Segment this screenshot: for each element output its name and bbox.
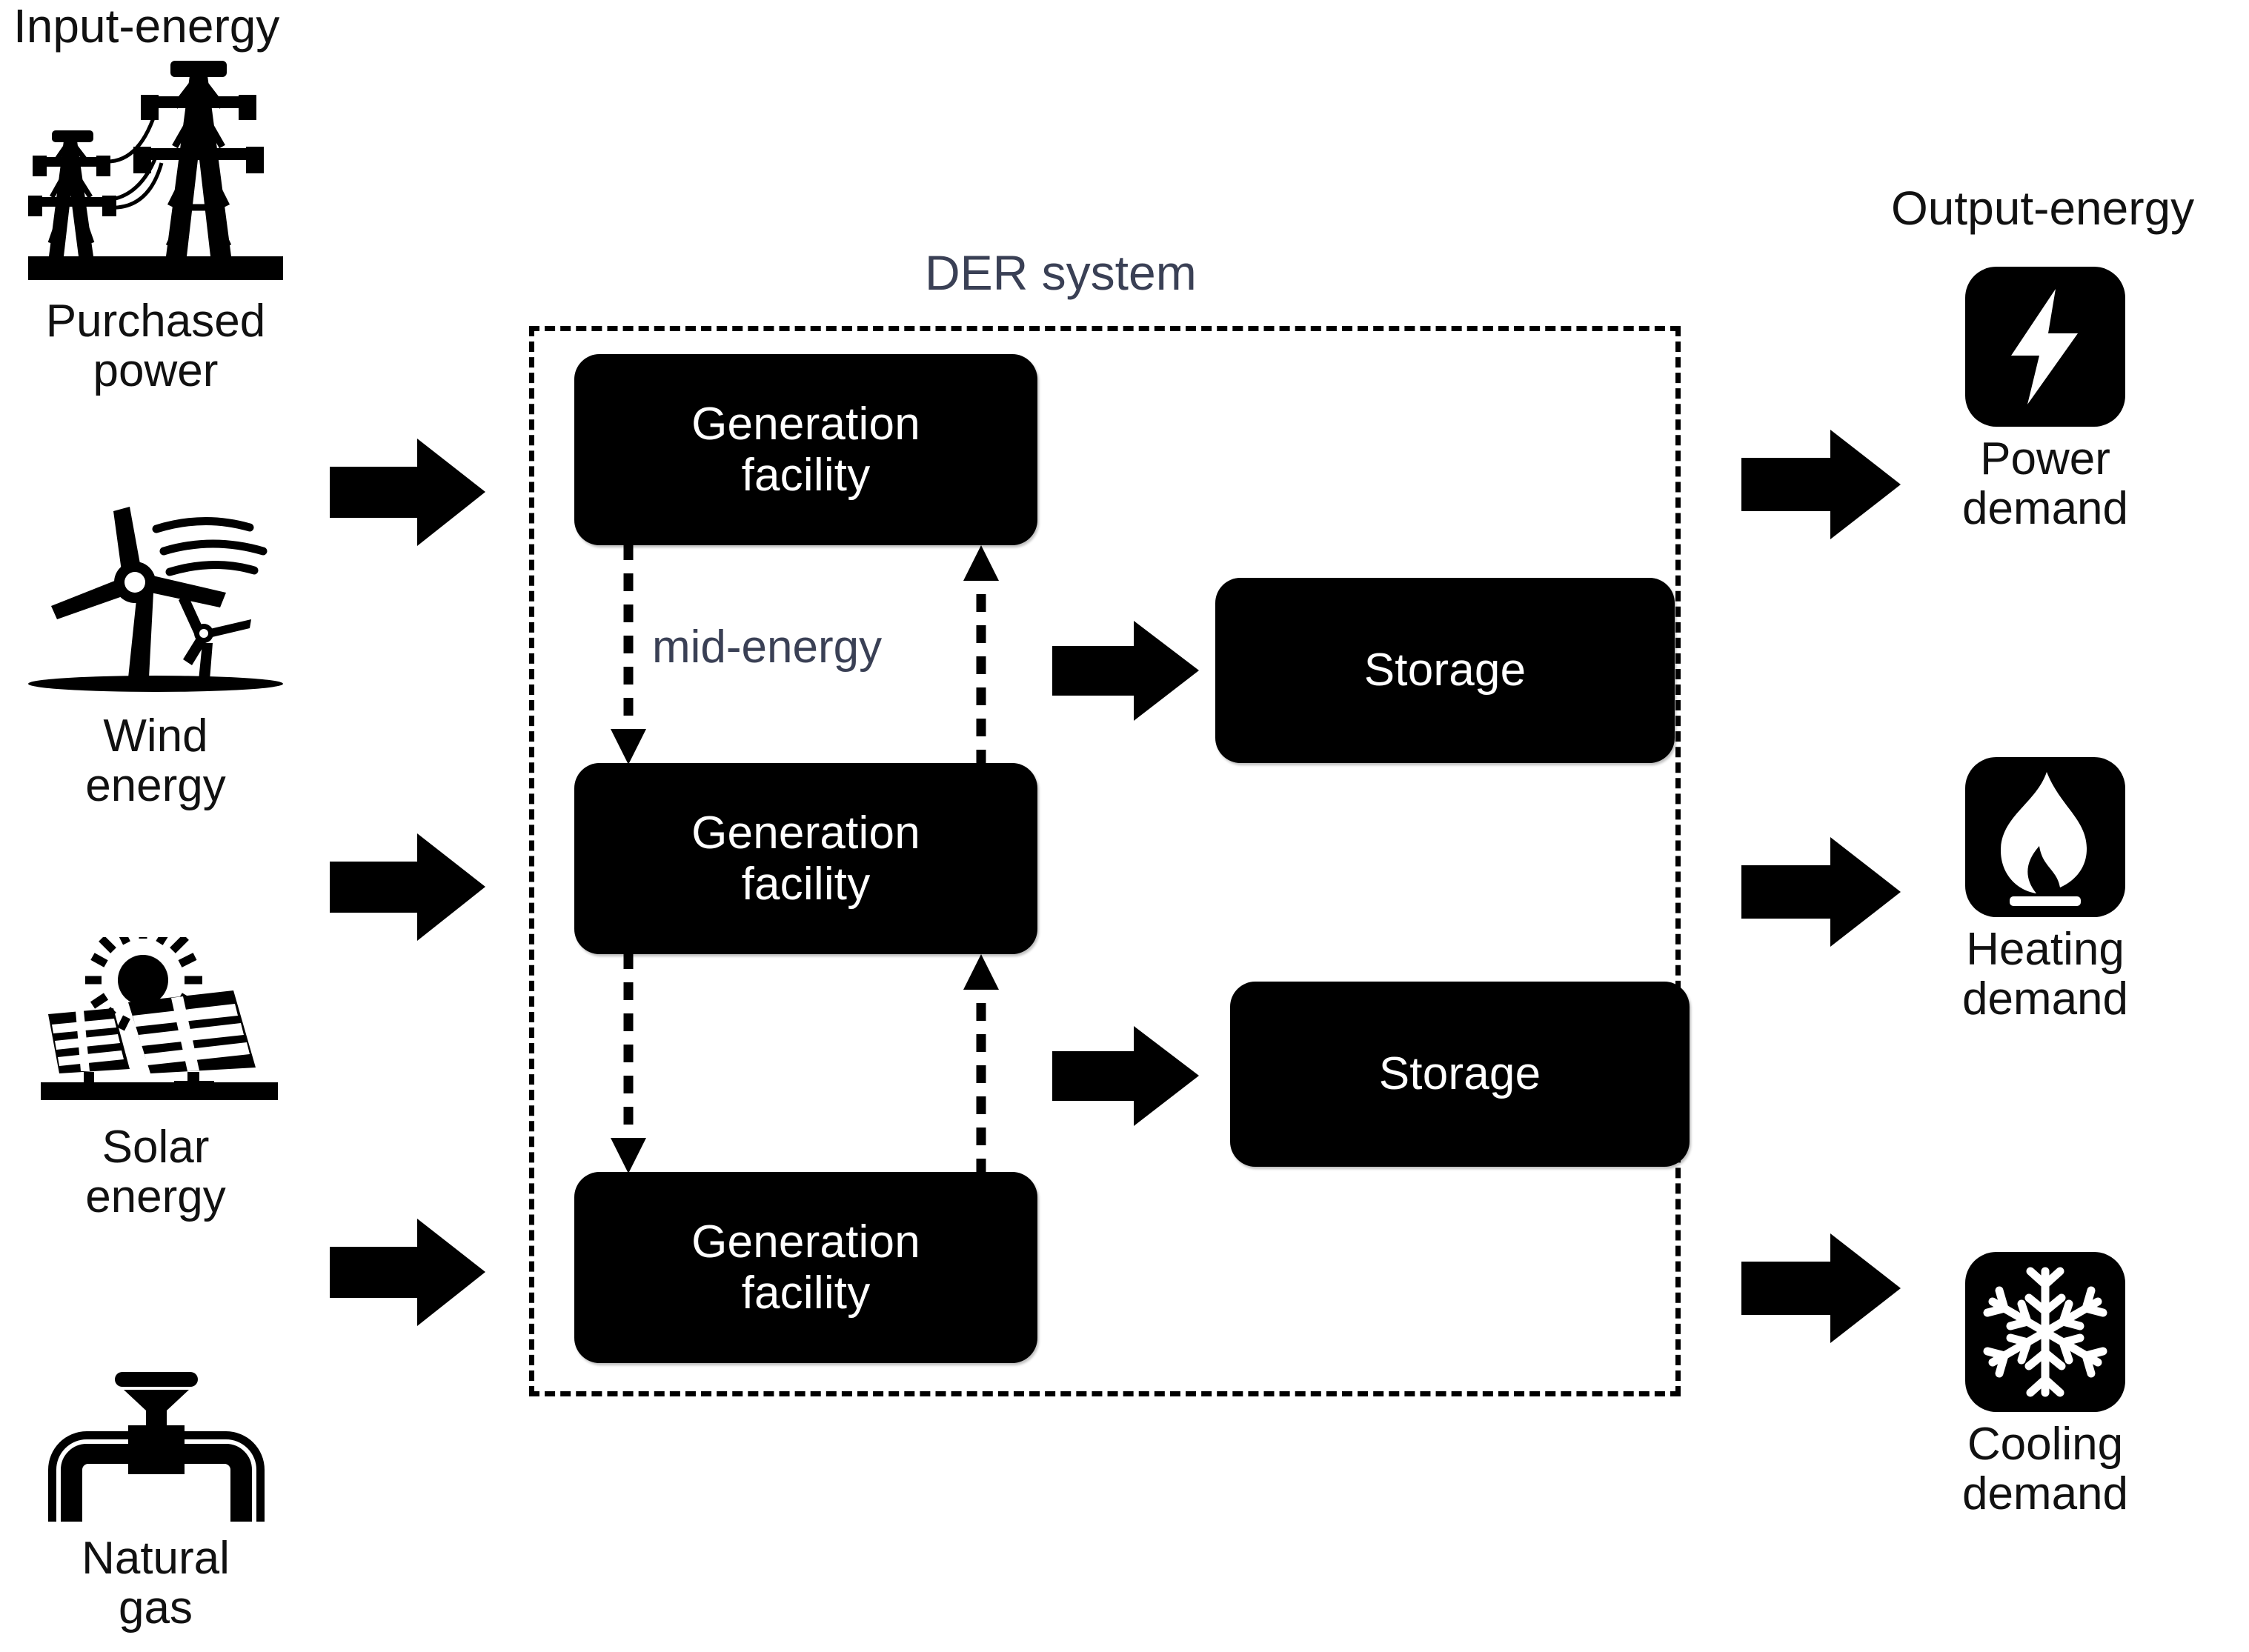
- der-system-title: DER system: [925, 245, 1197, 300]
- gen-line2: facility: [741, 450, 871, 501]
- input-item-wind-energy: Wind energy: [7, 482, 304, 811]
- gen-line2: facility: [741, 1268, 871, 1319]
- output-label-line1: Power: [1980, 433, 2110, 484]
- dashed-arrow-down-2: [611, 951, 646, 1173]
- input-label-line2: gas: [119, 1582, 193, 1633]
- generation-facility-box-1[interactable]: Generation facility: [574, 354, 1037, 545]
- snowflake-icon: [1965, 1252, 2125, 1416]
- der-system-boundary: [529, 326, 1681, 1396]
- storage-label: Storage: [1378, 1048, 1541, 1100]
- generation-facility-box-3[interactable]: Generation facility: [574, 1172, 1037, 1363]
- output-label-line2: demand: [1961, 482, 2129, 534]
- output-item-heating-demand: Heating demand: [1934, 757, 2156, 1025]
- output-energy-heading: Output-energy: [1891, 181, 2195, 235]
- dashed-arrow-up-2: [963, 954, 999, 1176]
- arrow-input-to-der-1: [330, 439, 485, 546]
- input-item-label: Natural gas: [82, 1533, 230, 1633]
- dashed-arrow-up-1: [963, 545, 999, 767]
- output-label-line2: demand: [1961, 973, 2129, 1025]
- gen-line2: facility: [741, 859, 871, 910]
- output-item-label: Power demand: [1961, 433, 2129, 534]
- arrow-der-to-output-2: [1741, 837, 1901, 947]
- input-item-label: Solar energy: [85, 1122, 226, 1222]
- gen-line1: Generation: [691, 1216, 920, 1268]
- gas-pipe-valve-icon: [19, 1370, 293, 1530]
- input-item-natural-gas: Natural gas: [7, 1370, 304, 1633]
- output-item-cooling-demand: Cooling demand: [1934, 1252, 2156, 1519]
- input-item-purchased-power: Purchased power: [7, 52, 304, 396]
- generation-facility-box-2[interactable]: Generation facility: [574, 763, 1037, 954]
- output-label-line1: Heating: [1966, 924, 2125, 975]
- arrow-gen-to-storage-2: [1052, 1026, 1199, 1126]
- output-label-line2: demand: [1961, 1468, 2129, 1519]
- generation-facility-label: Generation facility: [691, 807, 920, 910]
- gen-line1: Generation: [691, 807, 920, 859]
- wind-turbine-icon: [19, 482, 293, 707]
- arrow-input-to-der-2: [330, 833, 485, 941]
- mid-energy-label: mid-energy: [652, 622, 883, 673]
- generation-facility-label: Generation facility: [691, 399, 920, 502]
- storage-label: Storage: [1363, 645, 1527, 696]
- input-label-line1: Solar: [102, 1122, 210, 1173]
- solar-panel-icon: [19, 929, 293, 1119]
- input-label-line2: energy: [85, 1170, 226, 1222]
- input-label-line1: Purchased: [45, 296, 266, 347]
- input-label-line1: Wind: [103, 710, 208, 762]
- output-item-power-demand: Power demand: [1934, 267, 2156, 534]
- arrow-der-to-output-3: [1741, 1233, 1901, 1343]
- storage-box-1[interactable]: Storage: [1215, 578, 1675, 763]
- arrow-gen-to-storage-1: [1052, 621, 1199, 721]
- arrow-input-to-der-3: [330, 1219, 485, 1326]
- input-label-line2: power: [93, 344, 219, 396]
- input-label-line2: energy: [85, 759, 226, 811]
- transmission-tower-icon: [22, 52, 289, 293]
- flame-icon: [1965, 757, 2125, 921]
- arrow-der-to-output-1: [1741, 430, 1901, 539]
- lightning-bolt-icon: [1965, 267, 2125, 430]
- input-item-label: Wind energy: [85, 710, 226, 811]
- output-item-label: Heating demand: [1962, 925, 2128, 1025]
- generation-facility-label: Generation facility: [691, 1216, 920, 1319]
- output-label-line1: Cooling: [1967, 1419, 2124, 1470]
- input-item-label: Purchased power: [45, 296, 266, 396]
- gen-line1: Generation: [691, 398, 920, 450]
- input-label-line1: Natural: [82, 1533, 230, 1584]
- storage-box-2[interactable]: Storage: [1230, 982, 1690, 1167]
- output-item-label: Cooling demand: [1961, 1419, 2129, 1519]
- dashed-arrow-down-1: [611, 542, 646, 765]
- input-energy-heading: Input-energy: [13, 0, 280, 53]
- input-item-solar-energy: Solar energy: [7, 929, 304, 1222]
